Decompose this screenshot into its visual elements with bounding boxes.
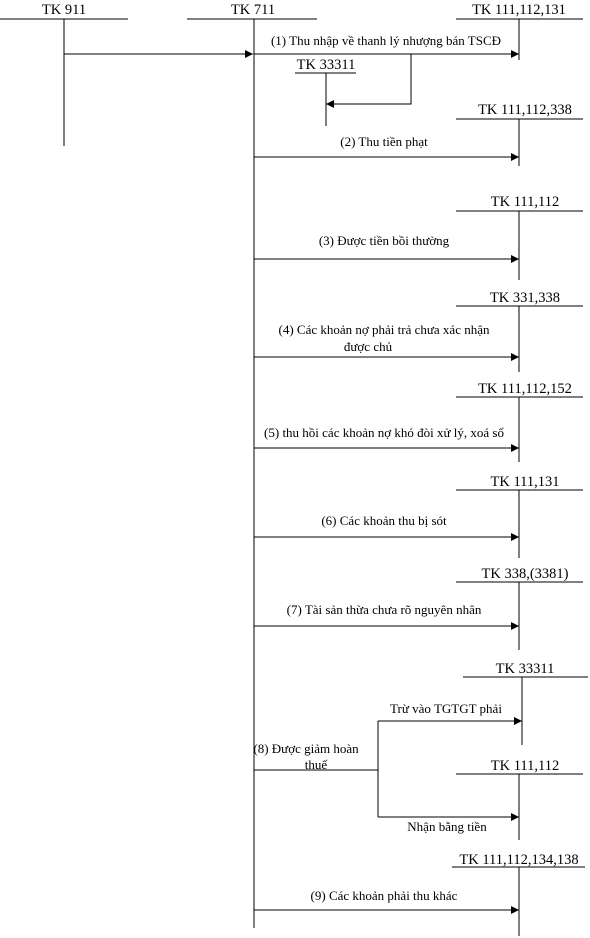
a8-top-label: TK 33311 bbox=[496, 661, 555, 677]
flow-8-top-arrowhead bbox=[514, 717, 522, 725]
flow-3-arrowhead bbox=[511, 255, 519, 263]
flow-8-bottom-label: Nhận bằng tiền bbox=[407, 819, 487, 834]
a4-label: TK 331,338 bbox=[490, 290, 560, 306]
close-911-arrowhead bbox=[245, 50, 253, 58]
flow-9-arrowhead bbox=[511, 906, 519, 914]
vat-branch-line bbox=[326, 54, 412, 105]
flow-8-bottom-arrowhead bbox=[511, 813, 519, 821]
flow-7-label: (7) Tài sản thừa chưa rõ nguyên nhân bbox=[287, 602, 482, 617]
a2-label: TK 111,112,338 bbox=[478, 102, 572, 118]
a8-bottom-label: TK 111,112 bbox=[491, 758, 559, 774]
a3-label: TK 111,112 bbox=[491, 194, 559, 210]
flow-6-label: (6) Các khoản thu bị sót bbox=[321, 513, 447, 528]
flow-2-arrowhead bbox=[511, 153, 519, 161]
flow-4-arrowhead bbox=[511, 353, 519, 361]
a6-label: TK 111,131 bbox=[490, 474, 559, 490]
flow-2-label: (2) Thu tiền phạt bbox=[340, 134, 428, 149]
tk711-label: TK 711 bbox=[231, 2, 275, 18]
flow-4-label-line2: được chủ bbox=[344, 339, 393, 354]
flow-7-arrowhead bbox=[511, 622, 519, 630]
flow-8-label-line1: (8) Được giảm hoàn bbox=[253, 741, 359, 756]
flow-1-label: (1) Thu nhập về thanh lý nhượng bán TSCĐ bbox=[271, 33, 501, 48]
a1-sub-label: TK 33311 bbox=[297, 57, 356, 73]
flow-1-arrowhead bbox=[511, 50, 519, 58]
vat-branch-arrowhead bbox=[326, 100, 334, 108]
a1-label: TK 111,112,131 bbox=[472, 2, 566, 18]
flow-6-arrowhead bbox=[511, 533, 519, 541]
a9-label: TK 111,112,134,138 bbox=[459, 852, 578, 868]
flow-5-arrowhead bbox=[511, 444, 519, 452]
tk911-label: TK 911 bbox=[42, 2, 86, 18]
flow-4-label-line1: (4) Các khoản nợ phải trả chưa xác nhận bbox=[278, 322, 490, 337]
flow-3-label: (3) Được tiền bồi thường bbox=[319, 233, 450, 248]
flow-5-label: (5) thu hồi các khoản nợ khó đòi xử lý, … bbox=[264, 425, 504, 440]
a5-label: TK 111,112,152 bbox=[478, 381, 572, 397]
flow-9-label: (9) Các khoản phải thu khác bbox=[311, 888, 458, 903]
flow-8-label-line2: thuế bbox=[305, 757, 329, 772]
flow-8-top-label: Trừ vào TGTGT phải bbox=[390, 701, 502, 716]
a7-label: TK 338,(3381) bbox=[482, 566, 569, 582]
